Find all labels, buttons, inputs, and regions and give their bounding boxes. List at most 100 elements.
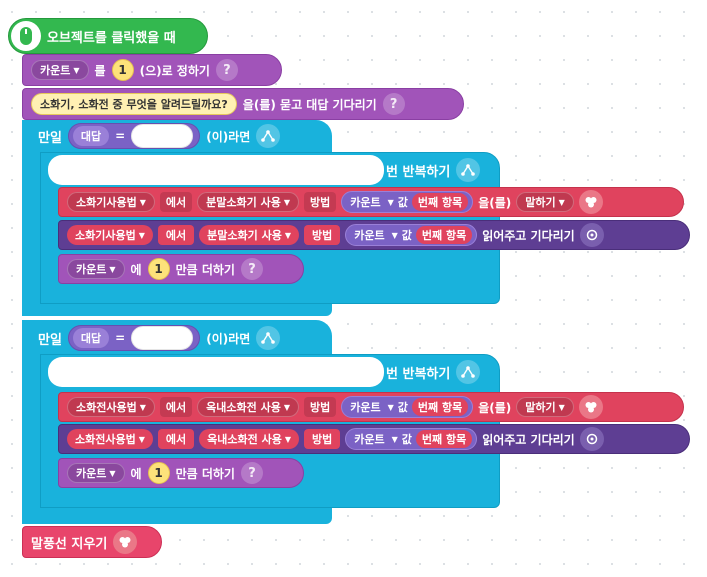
repeat-label-1: 번 반복하기 (378, 156, 488, 184)
caret-down-icon: ▼ (391, 230, 398, 240)
repeat-label-2: 번 반복하기 (378, 358, 488, 386)
caret-down-icon: ▼ (138, 434, 145, 444)
field-dropdown[interactable]: 옥내소화전 사용▼ (197, 397, 299, 417)
caret-down-icon: ▼ (138, 230, 145, 240)
caret-down-icon: ▼ (284, 230, 291, 240)
ask-and-wait-block[interactable]: 소화기, 소화전 중 무엇을 알려드릴까요? 을(를) 묻고 대답 기다리기 ? (22, 88, 464, 120)
field-dropdown[interactable]: 분말소화기 사용▼ (197, 192, 299, 212)
increment-value-input[interactable]: 1 (147, 258, 170, 280)
set-word2: (으)로 정하기 (139, 63, 210, 78)
voice-icon (579, 223, 604, 247)
increment-text: 만큼 더하기 (175, 466, 235, 481)
in-label: 에서 (159, 192, 193, 212)
list-dropdown[interactable]: 소화전사용법▼ (67, 397, 155, 417)
increment-text: 만큼 더하기 (175, 262, 235, 277)
method-label: 방법 (303, 397, 337, 417)
caret-down-icon: ▼ (558, 197, 565, 207)
caret-down-icon: ▼ (139, 402, 146, 412)
hat-label: 오브젝트를 클릭했을 때 (47, 30, 176, 46)
looks-icon (578, 395, 603, 419)
caret-down-icon: ▼ (558, 402, 565, 412)
looks-icon (113, 530, 138, 554)
erase-speech-bubble-block[interactable]: 말풍선 지우기 (22, 526, 162, 558)
increment-value-input[interactable]: 1 (147, 462, 170, 484)
help-icon[interactable]: ? (240, 258, 263, 280)
method-label: 방법 (303, 192, 337, 212)
repeat-count-input[interactable] (48, 357, 384, 387)
list-dropdown[interactable]: 소화기사용법▼ (67, 192, 155, 212)
field-dropdown[interactable]: 옥내소화전 사용▼ (199, 429, 299, 449)
then-label: (이)라면 (206, 129, 251, 144)
object-label: 을(를) (478, 195, 512, 210)
ask-text: 을(를) 묻고 대답 기다리기 (242, 97, 377, 112)
when-object-clicked-block[interactable]: 오브젝트를 클릭했을 때 (8, 18, 208, 54)
in-label: 에서 (159, 397, 193, 417)
caret-down-icon: ▼ (109, 264, 116, 274)
caret-down-icon: ▼ (109, 468, 116, 478)
variable-dropdown[interactable]: 카운트▼ (67, 463, 125, 483)
set-variable-block[interactable]: 카운트▼ 를 1 (으)로 정하기 ? (22, 54, 282, 86)
help-icon[interactable]: ? (215, 59, 238, 81)
if-label: 만일 (38, 332, 62, 348)
field-dropdown[interactable]: 분말소화기 사용▼ (199, 225, 299, 245)
flow-icon (256, 124, 281, 148)
flow-icon (256, 326, 281, 350)
question-input[interactable]: 소화기, 소화전 중 무엇을 알려드릴까요? (31, 93, 237, 115)
variable-dropdown[interactable]: 카운트▼ (67, 259, 125, 279)
set-word1: 를 (94, 63, 106, 78)
caret-down-icon: ▼ (283, 402, 290, 412)
in-label: 에 (130, 466, 142, 481)
say-mode-dropdown[interactable]: 말하기▼ (516, 192, 574, 212)
looks-icon (578, 190, 603, 214)
caret-down-icon: ▼ (139, 197, 146, 207)
caret-down-icon: ▼ (387, 402, 394, 412)
if-block-1-rail (22, 120, 40, 316)
erase-label: 말풍선 지우기 (31, 536, 108, 552)
object-label: 을(를) (478, 400, 512, 415)
change-variable-block[interactable]: 카운트▼ 에 1 만큼 더하기 ? (58, 458, 304, 488)
method-label: 방법 (303, 429, 341, 449)
then-label: (이)라면 (206, 331, 251, 346)
caret-down-icon: ▼ (387, 197, 394, 207)
compare-input[interactable] (131, 326, 194, 350)
compare-input[interactable] (131, 124, 194, 148)
in-label: 에서 (157, 429, 195, 449)
equals-sign: = (115, 331, 126, 345)
condition-block[interactable]: 대답 = (67, 325, 201, 351)
help-icon[interactable]: ? (382, 93, 405, 115)
caret-down-icon: ▼ (284, 434, 291, 444)
equals-sign: = (115, 129, 126, 143)
read-action-label: 읽어주고 기다리기 (482, 432, 575, 447)
repeat-text: 번 반복하기 (386, 366, 451, 382)
method-label: 방법 (303, 225, 341, 245)
flow-icon (456, 360, 481, 384)
say-mode-dropdown[interactable]: 말하기▼ (516, 397, 574, 417)
voice-icon (579, 427, 604, 451)
answer-block[interactable]: 대답 (72, 126, 110, 146)
mouse-icon (11, 21, 41, 51)
condition-block[interactable]: 대답 = (67, 123, 201, 149)
if-label: 만일 (38, 130, 62, 146)
list-dropdown[interactable]: 소화기사용법▼ (67, 225, 153, 245)
repeat-text: 번 반복하기 (386, 164, 451, 180)
if-header-1: 만일 대답 = (이)라면 (30, 121, 288, 151)
if-header-2: 만일 대답 = (이)라면 (30, 323, 288, 353)
read-action-label: 읽어주고 기다리기 (482, 228, 575, 243)
repeat-count-input[interactable] (48, 155, 384, 185)
help-icon[interactable]: ? (240, 462, 263, 484)
set-value-input[interactable]: 1 (111, 59, 134, 81)
variable-dropdown[interactable]: 카운트▼ (31, 60, 89, 80)
caret-down-icon: ▼ (391, 434, 398, 444)
answer-block[interactable]: 대답 (72, 328, 110, 348)
flow-icon (456, 158, 481, 182)
list-dropdown[interactable]: 소화전사용법▼ (67, 429, 153, 449)
change-variable-block[interactable]: 카운트▼ 에 1 만큼 더하기 ? (58, 254, 304, 284)
